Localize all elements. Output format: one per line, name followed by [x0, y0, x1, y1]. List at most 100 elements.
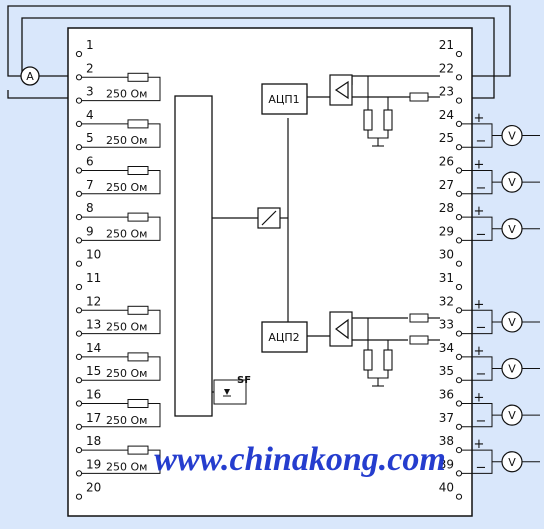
- terminal-30: [455, 260, 463, 267]
- terminal-label-35: 35: [439, 364, 454, 378]
- shunt-resistors: 250 Ом 250 Ом 250 Ом 250 Ом 250 Ом 250 Ом 250 …: [82, 72, 161, 474]
- terminal-38: [455, 447, 463, 454]
- terminal-39: [455, 470, 463, 477]
- voltmeter-34: V+−: [462, 344, 540, 382]
- shunt-4: 250 Ом: [82, 119, 161, 148]
- terminal-label-4: 4: [86, 108, 94, 122]
- terminal-label-24: 24: [439, 108, 454, 122]
- terminal-label-12: 12: [86, 294, 101, 308]
- shunt-16: 250 Ом: [82, 399, 161, 428]
- terminal-label-7: 7: [86, 178, 94, 192]
- sf-switch: SF: [213, 375, 251, 405]
- minus-sign: −: [476, 227, 487, 242]
- terminal-40: [455, 493, 463, 500]
- voltmeter-symbol: V: [508, 316, 516, 329]
- terminal-label-37: 37: [439, 411, 454, 425]
- amplifier-1-icon: [329, 74, 353, 106]
- terminal-label-11: 11: [86, 271, 101, 285]
- voltmeter-symbol: V: [508, 456, 516, 469]
- internal-wiring: [212, 75, 440, 393]
- terminal-18: [75, 447, 83, 454]
- divider-2: [363, 318, 393, 387]
- shunt-6: 250 Ом: [82, 166, 161, 195]
- minus-sign: −: [476, 321, 487, 336]
- terminal-label-20: 20: [86, 481, 101, 495]
- terminal-19: [75, 470, 83, 477]
- terminal-label-21: 21: [439, 38, 454, 52]
- voltmeter-symbol: V: [508, 130, 516, 143]
- plus-sign: +: [474, 437, 485, 452]
- terminal-32: [455, 307, 463, 314]
- internal-resistors: [409, 92, 429, 345]
- terminal-label-31: 31: [439, 271, 454, 285]
- shunt-label: 250 Ом: [106, 460, 147, 473]
- plus-sign: +: [474, 158, 485, 173]
- voltmeter-icon: [501, 357, 523, 380]
- terminal-resistor: [409, 92, 429, 102]
- plus-sign: +: [474, 204, 485, 219]
- ammeter-icon: A: [20, 66, 40, 86]
- voltmeter-icon: [501, 171, 523, 193]
- terminal-label-29: 29: [439, 224, 454, 238]
- terminal-label-33: 33: [439, 318, 454, 332]
- shunt-18: 250 Ом: [82, 445, 161, 474]
- minus-sign: −: [476, 414, 487, 429]
- terminal-7: [75, 190, 83, 197]
- bus-block: [174, 95, 213, 417]
- shunt-12: 250 Ом: [82, 305, 161, 335]
- terminal-label-13: 13: [86, 318, 101, 332]
- voltmeter-32: V+−: [462, 297, 540, 336]
- terminal-label-1: 1: [86, 38, 94, 52]
- terminal-label-39: 39: [439, 457, 454, 471]
- terminal-14: [75, 353, 83, 360]
- terminal-23: [455, 97, 463, 104]
- voltmeters: V+−V+−V+−V+−V+−V+−V+−: [462, 111, 540, 475]
- terminal-label-3: 3: [86, 85, 94, 99]
- terminal-label-6: 6: [86, 155, 94, 169]
- voltmeter-symbol: V: [508, 176, 516, 189]
- terminal-8: [75, 214, 83, 221]
- terminal-9: [75, 237, 83, 244]
- terminal-label-17: 17: [86, 411, 101, 425]
- divider-1: [363, 76, 393, 147]
- adc1-block: АЦП1: [261, 83, 308, 115]
- outer-wiring: [7, 5, 511, 99]
- terminal-22: [455, 74, 463, 81]
- terminal-29: [455, 237, 463, 244]
- plus-sign: +: [474, 344, 485, 359]
- shunt-8: 250 Ом: [82, 212, 161, 241]
- terminal-11: [75, 283, 83, 291]
- terminal-36: [455, 400, 463, 407]
- terminal-25: [455, 144, 463, 151]
- converter-icon: [257, 207, 281, 229]
- terminal-37: [455, 423, 463, 430]
- terminal-20: [75, 493, 83, 500]
- voltmeter-26: V+−: [462, 158, 540, 196]
- adc2-label: АЦП2: [268, 331, 299, 344]
- terminal-24: [455, 120, 463, 128]
- amplifier-2-icon: [329, 311, 353, 347]
- terminal-31: [455, 283, 463, 291]
- plus-sign: +: [474, 391, 485, 406]
- voltmeter-icon: [501, 218, 523, 240]
- terminal-label-22: 22: [439, 61, 454, 75]
- terminal-label-40: 40: [439, 481, 454, 495]
- terminal-1: [75, 50, 83, 58]
- terminal-33: [455, 330, 463, 337]
- terminal-label-18: 18: [86, 434, 101, 448]
- voltmeter-24: V+−: [462, 111, 540, 149]
- shunt-14: 250 Ом: [82, 352, 161, 381]
- shunt-2: 250 Ом: [82, 72, 161, 102]
- terminal-27: [455, 190, 463, 197]
- terminal-label-5: 5: [86, 131, 94, 145]
- terminal-35: [455, 377, 463, 384]
- voltmeter-icon: [501, 311, 523, 333]
- watermark: www.chinakong.com: [154, 441, 446, 478]
- terminal-34: [455, 353, 463, 360]
- voltmeter-icon: [501, 404, 523, 426]
- terminal-label-8: 8: [86, 201, 94, 215]
- voltmeter-28: V+−: [462, 204, 540, 242]
- terminal-15: [75, 377, 83, 384]
- terminal-label-10: 10: [86, 248, 101, 262]
